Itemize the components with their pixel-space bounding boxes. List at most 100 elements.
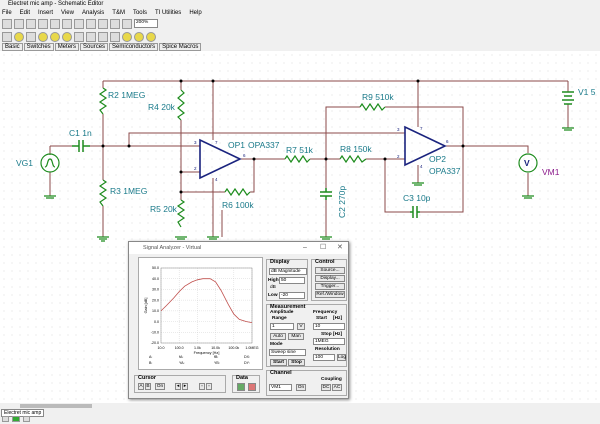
- save-data-icon[interactable]: [248, 383, 256, 391]
- man-button[interactable]: Man: [288, 333, 304, 340]
- range-unit-button[interactable]: V: [297, 323, 305, 330]
- voltmeter-symbol: V: [524, 158, 530, 168]
- cursor-b-button[interactable]: B: [145, 383, 151, 390]
- meter-icon[interactable]: [38, 32, 48, 42]
- display-mode-select[interactable]: dB Magnitude: [269, 268, 307, 275]
- menu-tiutilities[interactable]: TI Utilities: [154, 10, 182, 16]
- document-tab[interactable]: Electret mic amp: [1, 409, 45, 417]
- menu-help[interactable]: Help: [189, 10, 202, 16]
- y-tick-label: 50.0: [152, 266, 159, 270]
- ground-symbols: [44, 127, 574, 242]
- r2-label: R2 1MEG: [108, 90, 145, 100]
- channel-label: Channel: [270, 370, 292, 376]
- schematic-canvas[interactable]: VG1 C1 1n R2 1MEG R3 1MEG R4 20k R5 20k …: [0, 51, 600, 403]
- tab-spice-macros[interactable]: Spice Macros: [159, 43, 202, 51]
- zoom-icon[interactable]: [122, 19, 132, 29]
- menu-view[interactable]: View: [61, 10, 74, 16]
- range-input[interactable]: 1: [270, 323, 294, 330]
- data-group: Data: [232, 375, 260, 393]
- web-icon[interactable]: [14, 19, 24, 29]
- r8-label: R8 150k: [340, 144, 372, 154]
- components: [40, 87, 574, 242]
- cursor-a-button[interactable]: A: [138, 383, 144, 390]
- menu-edit[interactable]: Edit: [19, 10, 31, 16]
- open-icon[interactable]: [2, 19, 12, 29]
- cursor-group: Cursor A B On ◂ ▸ ▫ ▫: [134, 375, 226, 393]
- zoom-select[interactable]: 200%: [134, 19, 158, 28]
- freq-start-input[interactable]: 10: [313, 323, 345, 330]
- copy-icon[interactable]: [50, 19, 60, 29]
- cursor-prev-button[interactable]: ▫: [199, 383, 205, 390]
- trigger-button[interactable]: Trigger...: [315, 283, 345, 290]
- opamp-icon[interactable]: [122, 32, 132, 42]
- tab-switches[interactable]: Switches: [23, 43, 54, 51]
- inductor-icon[interactable]: [98, 32, 108, 42]
- pen-icon[interactable]: [98, 19, 108, 29]
- cursor-on-button[interactable]: On: [155, 383, 165, 390]
- edit-icon[interactable]: [23, 416, 30, 422]
- start-button[interactable]: Start: [270, 359, 287, 366]
- load-data-icon[interactable]: [237, 383, 245, 391]
- menu-insert[interactable]: Insert: [38, 10, 54, 16]
- capacitor-icon[interactable]: [86, 32, 96, 42]
- close-button[interactable]: ✕: [337, 244, 343, 251]
- battery-icon[interactable]: [26, 32, 36, 42]
- auto-button[interactable]: Auto: [270, 333, 286, 340]
- x-tick-label: 1.0k: [194, 346, 201, 350]
- data-label: Data: [236, 375, 248, 381]
- display-button[interactable]: Display...: [315, 275, 345, 282]
- stop-button[interactable]: Stop: [288, 359, 305, 366]
- dc-button[interactable]: DC: [321, 384, 331, 391]
- minimize-button[interactable]: –: [303, 244, 307, 251]
- diode-icon[interactable]: [134, 32, 144, 42]
- wire-icon[interactable]: [86, 19, 96, 29]
- cursor-next-button[interactable]: ▫: [206, 383, 212, 390]
- source-button[interactable]: Source...: [315, 267, 345, 274]
- low-input[interactable]: -20: [279, 292, 305, 299]
- voltmeter-icon[interactable]: [62, 32, 72, 42]
- op2-pin3: 3: [397, 127, 400, 132]
- y-tick-label: -20.0: [151, 341, 159, 345]
- channel-on-button[interactable]: On: [296, 384, 306, 391]
- op1-pin4: 4: [215, 177, 218, 182]
- menu-file[interactable]: File: [2, 10, 12, 16]
- cursor-right-button[interactable]: ▸: [182, 383, 188, 390]
- source-icon[interactable]: [14, 32, 24, 42]
- ref-window-button[interactable]: Ref./Window: [315, 291, 345, 298]
- maximize-button[interactable]: ☐: [320, 244, 327, 251]
- high-input[interactable]: 50: [279, 277, 305, 284]
- ammeter-icon[interactable]: [50, 32, 60, 42]
- run-icon[interactable]: [12, 416, 20, 422]
- menu-tools[interactable]: Tools: [132, 10, 147, 16]
- print-icon[interactable]: [38, 19, 48, 29]
- tab-meters[interactable]: Meters: [54, 43, 80, 51]
- menu-tm[interactable]: T&M: [112, 10, 125, 16]
- y-tick-label: 40.0: [152, 277, 159, 281]
- switch-icon[interactable]: [110, 32, 120, 42]
- ac-button[interactable]: AC: [332, 384, 342, 391]
- freq-stop-input[interactable]: 1MEG: [313, 338, 345, 345]
- tab-sources[interactable]: Sources: [80, 43, 109, 51]
- analyzer-titlebar[interactable]: Signal Analyzer - Virtual – ☐ ✕: [129, 242, 348, 254]
- tab-semiconductors[interactable]: Semiconductors: [109, 43, 159, 51]
- transistor-icon[interactable]: [146, 32, 156, 42]
- window-title: Electret mic amp - Schematic Editor: [8, 1, 104, 7]
- horizontal-scrollbar[interactable]: [20, 404, 92, 408]
- ground-icon[interactable]: [2, 32, 12, 42]
- select-icon[interactable]: [74, 19, 84, 29]
- settings-icon[interactable]: [2, 416, 9, 422]
- paste-icon[interactable]: [62, 19, 72, 29]
- display-group: Display dB Magnitude High dB 50 Low -20: [266, 259, 308, 301]
- cursor-left-button[interactable]: ◂: [175, 383, 181, 390]
- resistor-icon[interactable]: [74, 32, 84, 42]
- save-icon[interactable]: [26, 19, 36, 29]
- text-icon[interactable]: [110, 19, 120, 29]
- c3-label: C3 10p: [403, 193, 431, 203]
- channel-select[interactable]: VM1: [269, 384, 292, 391]
- v1-label: V1 5: [578, 87, 596, 97]
- log-button[interactable]: Log: [337, 354, 347, 361]
- mode-select[interactable]: Sweep sine: [269, 349, 306, 356]
- menu-analysis[interactable]: Analysis: [81, 10, 105, 16]
- resolution-input[interactable]: 100: [313, 354, 335, 361]
- tab-basic[interactable]: Basic: [2, 43, 23, 51]
